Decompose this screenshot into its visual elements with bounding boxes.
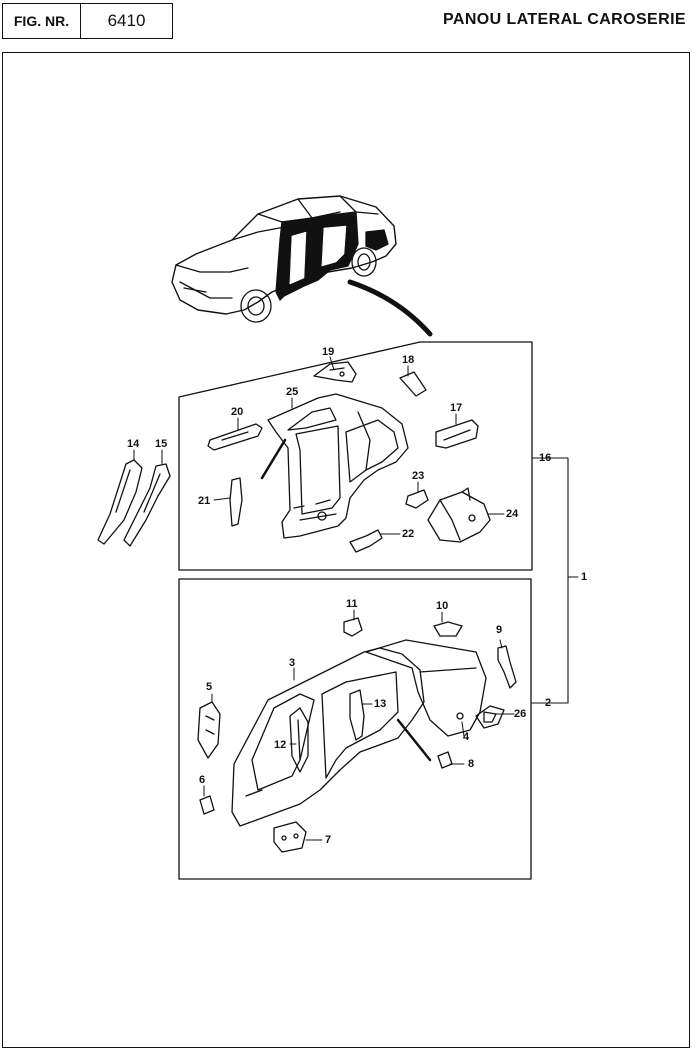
callout-4: 4: [463, 731, 470, 743]
figure-number-label: FIG. NR.: [3, 4, 81, 38]
callout-22: 22: [402, 528, 415, 540]
callout-5: 5: [206, 681, 213, 693]
part-13-pillar: [349, 689, 365, 741]
part-26-fuel-door: [475, 705, 505, 729]
callout-9: 9: [496, 624, 503, 636]
callout-26: 26: [514, 708, 527, 720]
lower-group-box: [178, 578, 532, 880]
figure-number-value: 6410: [107, 11, 146, 30]
leader-lines: [133, 356, 515, 841]
part-11-bracket: [343, 617, 363, 637]
part-15-pillar: [123, 463, 171, 547]
part-quarter-panel-upper: [365, 639, 487, 762]
part-9-reinforcement: [497, 645, 517, 689]
part-21-bracket: [229, 477, 243, 527]
callout-12: 12: [274, 739, 287, 751]
page-title: PANOU LATERAL CAROSERIE: [443, 11, 686, 28]
callout-25: 25: [286, 386, 299, 398]
part-5-bracket: [197, 701, 221, 759]
callout-2: 2: [545, 697, 552, 709]
part-10-bracket: [433, 621, 463, 637]
part-24-wheelhouse: [427, 487, 491, 543]
part-7-bracket: [273, 821, 307, 853]
callout-21: 21: [198, 495, 211, 507]
callout-10: 10: [436, 600, 449, 612]
callout-13: 13: [374, 698, 387, 710]
callout-1: 1: [581, 571, 588, 583]
part-23-bracket: [405, 489, 429, 509]
part-17-reinforcement: [435, 419, 479, 449]
callout-15: 15: [155, 438, 168, 450]
figure-number-box: FIG. NR. 6410: [2, 3, 173, 39]
diagram-frame: [2, 52, 690, 1048]
part-19-bracket: [313, 361, 357, 383]
callout-16: 16: [539, 452, 552, 464]
callout-19: 19: [322, 346, 335, 358]
part-14-pillar: [97, 459, 143, 545]
part-20-reinforcement: [207, 423, 263, 451]
part-8-cap: [437, 751, 453, 769]
callout-24: 24: [506, 508, 519, 520]
part-6-bracket: [199, 795, 215, 815]
callout-3: 3: [289, 657, 296, 669]
callout-20: 20: [231, 406, 244, 418]
callout-11: 11: [346, 598, 358, 610]
part-25-inner-side-panel: [260, 393, 409, 539]
callout-23: 23: [412, 470, 425, 482]
part-3-outer-side-panel: [231, 647, 425, 827]
callout-14: 14: [127, 438, 140, 450]
car-overview-illustration: [171, 195, 433, 337]
callout-18: 18: [402, 354, 415, 366]
part-22-bracket: [349, 529, 383, 553]
callout-8: 8: [468, 758, 475, 770]
part-12-pillar: [289, 707, 309, 773]
callout-17: 17: [450, 402, 463, 414]
part-18-bracket: [399, 371, 427, 397]
callout-6: 6: [199, 774, 206, 786]
upper-group-box: [178, 341, 533, 571]
callout-7: 7: [325, 834, 332, 846]
